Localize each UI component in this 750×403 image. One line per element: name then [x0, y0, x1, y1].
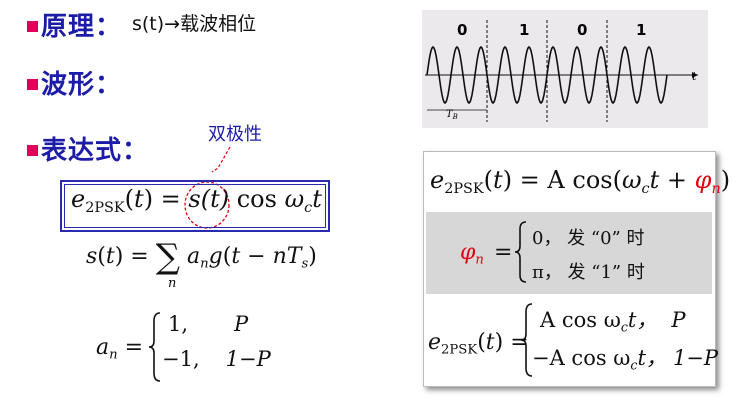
bipolar-annotation: 双极性	[208, 124, 262, 145]
time-axis-label: t	[692, 70, 697, 83]
waveform-panel	[422, 10, 708, 128]
piecewise-row-0: A cos ωct，P	[540, 308, 686, 335]
bit-label-1: 1	[519, 21, 529, 39]
time-axis-arrow	[692, 72, 698, 78]
phi-row-0: 0， 发 “0” 时	[532, 228, 645, 249]
waveform-plot: 0 1 0 1 t TB	[425, 20, 698, 122]
an-brace	[148, 312, 161, 382]
phase-formula: e2PSK(t) = A cos(ωct + φn)	[430, 166, 731, 198]
piecewise-brace	[520, 303, 533, 377]
formula-an-row1: 1,P	[168, 312, 249, 336]
phi-brace	[514, 221, 527, 283]
phase-definition-band	[426, 212, 712, 294]
tb-label: TB	[446, 109, 458, 121]
formula-an-row2: −1,1−P	[162, 347, 271, 371]
expression-heading: 表达式：	[41, 136, 150, 166]
piecewise-row-1: −A cos ωct，1−P	[532, 346, 719, 373]
phi-row-1: π， 发 “1” 时	[532, 262, 645, 283]
formula-an-lhs: an =	[96, 335, 144, 363]
bullet-waveform	[27, 79, 38, 90]
phi-lhs: φn	[460, 240, 484, 268]
bit-label-0: 0	[457, 21, 467, 39]
formula-st: s(t) = ∑ ang(t − nTs)	[86, 237, 317, 277]
waveform-heading: 波形：	[41, 70, 123, 100]
bit-label-3: 1	[636, 21, 646, 39]
phi-eq: =	[494, 240, 513, 265]
principle-text: s(t)→载波相位	[132, 13, 257, 35]
formula-2psk: e2PSK(t) = s(t) cos ωct	[71, 185, 322, 217]
principle-heading: 原理：	[41, 12, 123, 42]
formula-2psk-box	[60, 180, 330, 232]
bullet-expression	[27, 145, 38, 156]
bit-label-2: 0	[577, 21, 587, 39]
bullet-principle	[27, 21, 38, 32]
sum-index: n	[168, 276, 177, 291]
piecewise-lhs: e2PSK(t) =	[428, 330, 529, 358]
